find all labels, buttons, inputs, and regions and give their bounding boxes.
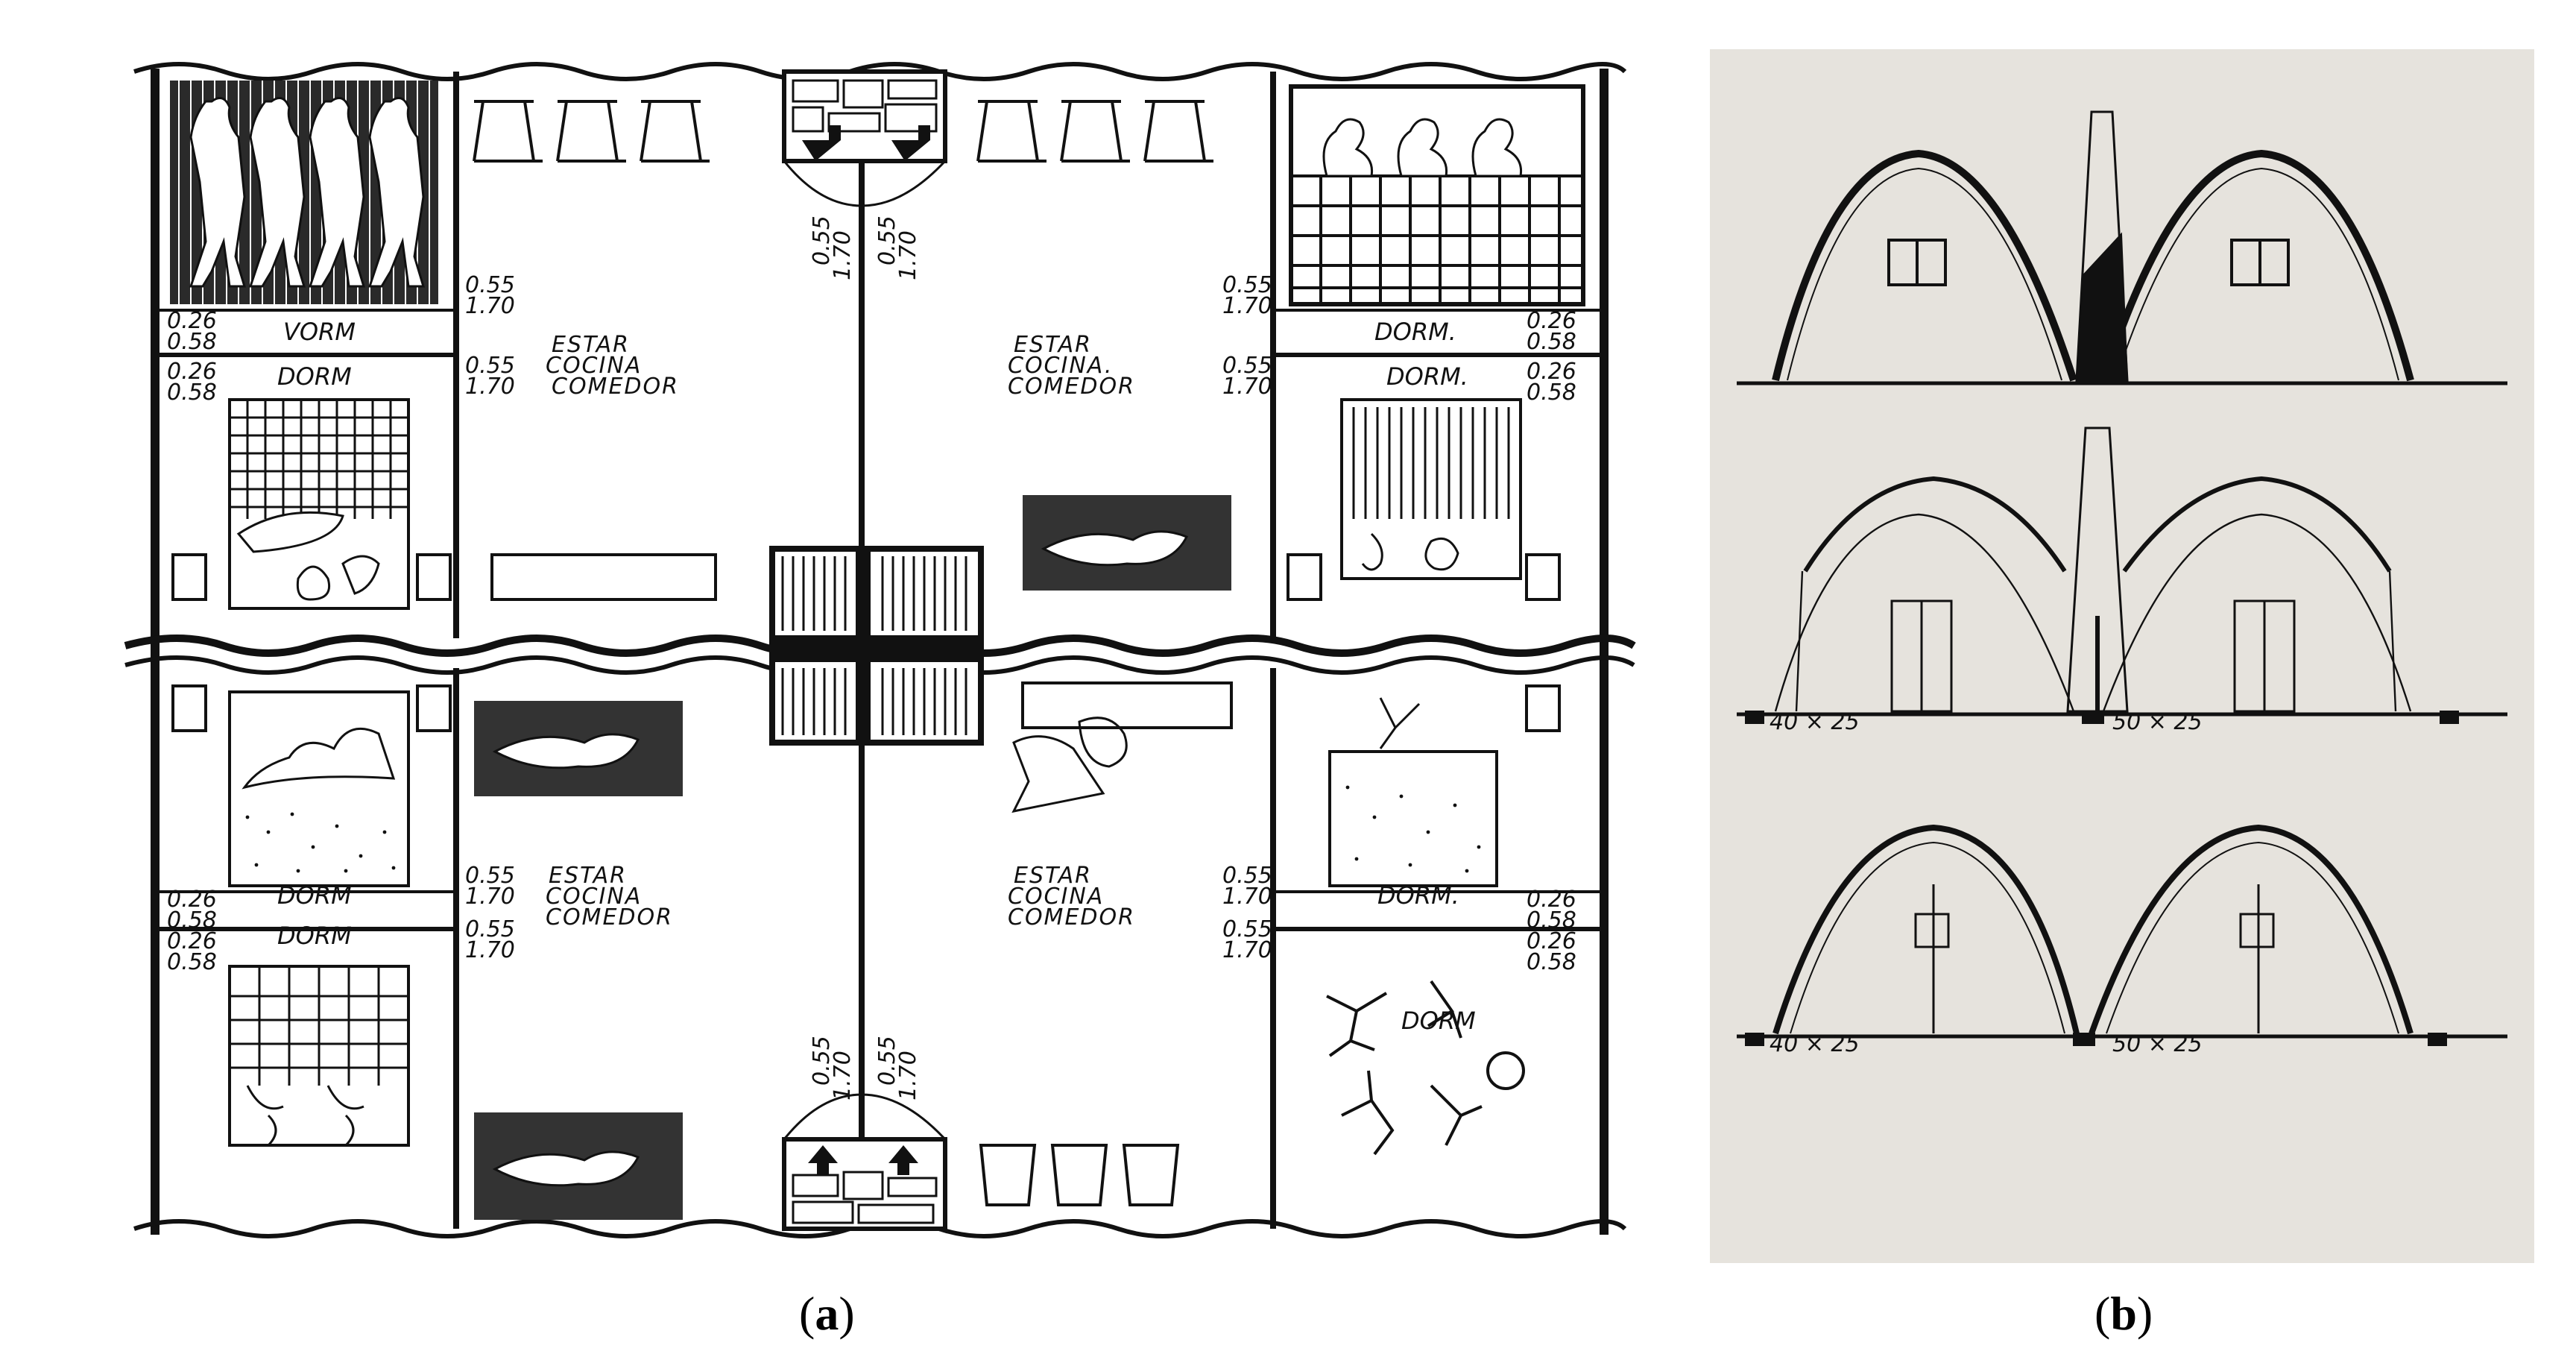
floor-plan-drawing: ESTAR COCINA COMEDOR ESTAR COCINA. COMED… [124, 62, 1636, 1238]
caption-b: (b) [2094, 1287, 2153, 1340]
living-label-bottom-left-1: ESTAR [549, 863, 627, 889]
hatched-panel-top-left [170, 81, 438, 304]
top-entry [782, 69, 947, 340]
door-dim-vertical-6: 1.70 [830, 1051, 856, 1101]
footing-label-bottom-center: 50 × 25 [2112, 1031, 2203, 1057]
bottom-entry [782, 1056, 947, 1231]
window-dim-bottom-2: 0.58 [167, 380, 217, 406]
door-dim-vertical-7: 0.55 [874, 1036, 900, 1086]
window-dim-top-3: 0.26 [1527, 308, 1576, 334]
door-dim-vertical-2: 1.70 [830, 230, 856, 280]
living-label-top-left-2: COCINA [546, 353, 642, 379]
sofa-panel-left-lower [474, 701, 683, 796]
door-dim-bottom-4: 1.70 [1222, 374, 1272, 400]
elevations-panel: 40 × 25 50 × 25 40 × 25 50 × 25 [1710, 49, 2534, 1263]
window-dim-bottom-1: 0.58 [167, 329, 217, 355]
bedroom-label-7: DORM. [1377, 881, 1459, 910]
door-dim-vertical-8: 1.70 [895, 1051, 921, 1101]
window-dim-top-7: 0.26 [1527, 887, 1576, 913]
living-label-bottom-right-3: COMEDOR [1008, 904, 1135, 931]
door-dim-top-5: 0.55 [465, 863, 515, 889]
bed-dotted-left-lower [228, 690, 410, 887]
window-dim-top-4: 0.26 [1527, 359, 1576, 385]
mother-child-figure [1011, 717, 1128, 813]
sofa-panel-left-bottom [474, 1112, 683, 1220]
bed-dotted-right-lower [1328, 697, 1498, 887]
door-dim-bottom-7: 1.70 [1222, 884, 1272, 910]
door-dim-vertical-5: 0.55 [809, 1036, 835, 1086]
door-dim-bottom-3: 1.70 [1222, 293, 1272, 319]
caption-a: (a) [799, 1287, 855, 1340]
door-dim-top-3: 0.55 [1222, 272, 1272, 298]
outer-walls [151, 69, 1609, 1235]
bedroom-label-4: DORM. [1386, 362, 1468, 391]
chairs-top [473, 100, 1213, 163]
elevation-middle [1737, 426, 2507, 724]
door-dim-vertical-3: 0.55 [874, 215, 900, 265]
dimension-labels: 0.26 0.58 0.26 0.58 0.26 0.58 0.26 0.58 … [167, 215, 1576, 1101]
living-label-bottom-left-3: COMEDOR [546, 904, 673, 931]
door-dim-top-7: 0.55 [1222, 863, 1272, 889]
living-label-top-right-2: COCINA. [1008, 353, 1113, 379]
bed-grid-top-right [1289, 84, 1585, 306]
caption-b-letter: b [2110, 1287, 2137, 1340]
window-dim-top-5: 0.26 [167, 887, 217, 913]
bedroom-label-5: DORM [277, 881, 352, 910]
window-boxes [171, 553, 1561, 732]
bedroom-label-3: DORM. [1374, 318, 1456, 346]
living-label-top-left-3: COMEDOR [552, 374, 679, 400]
window-dim-bottom-4: 0.58 [1527, 380, 1576, 406]
door-dim-vertical-4: 1.70 [895, 230, 921, 280]
window-dim-bottom-5: 0.58 [167, 907, 217, 933]
living-label-top-right-1: ESTAR [1014, 332, 1092, 358]
bedroom-label-1: VORM [283, 318, 356, 346]
living-label-bottom-left-2: COCINA [546, 884, 642, 910]
door-dim-top-8: 0.55 [1222, 916, 1272, 942]
sofa-panel-right-upper [1023, 495, 1231, 591]
door-dim-top-4: 0.55 [1222, 353, 1272, 379]
footing-label-mid-center: 50 × 25 [2112, 709, 2203, 735]
bedroom-label-8: DORM [1401, 1007, 1476, 1035]
window-dim-top-8: 0.26 [1527, 928, 1576, 954]
bedroom-label-6: DORM [277, 922, 352, 950]
window-dim-top-2: 0.26 [167, 359, 217, 385]
living-label-top-left-1: ESTAR [552, 332, 630, 358]
living-label-bottom-right-1: ESTAR [1014, 863, 1092, 889]
door-dim-bottom-5: 1.70 [465, 884, 515, 910]
window-dim-top-6: 0.26 [167, 928, 217, 954]
floor-plan-panel: ESTAR COCINA COMEDOR ESTAR COCINA. COMED… [119, 42, 1640, 1265]
door-dim-bottom-8: 1.70 [1222, 937, 1272, 963]
door-dim-vertical-1: 0.55 [809, 215, 835, 265]
window-dim-bottom-6: 0.58 [167, 949, 217, 975]
window-dim-bottom-7: 0.58 [1527, 907, 1576, 933]
chairs-bottom [979, 1144, 1180, 1206]
window-dim-bottom-3: 0.58 [1527, 329, 1576, 355]
window-dim-top-1: 0.26 [167, 308, 217, 334]
children-playing [1326, 980, 1525, 1156]
bed-grid-left-upper [228, 398, 410, 610]
partition-walls [155, 72, 1604, 1229]
bedroom-label-2: DORM [277, 362, 352, 391]
door-dim-bottom-2: 1.70 [465, 374, 515, 400]
door-dim-top-1: 0.55 [465, 272, 515, 298]
footing-label-mid-left: 40 × 25 [1770, 709, 1860, 735]
window-dim-bottom-8: 0.58 [1527, 949, 1576, 975]
bed-stripes-right-upper [1340, 398, 1522, 580]
door-dim-bottom-1: 1.70 [465, 293, 515, 319]
footing-label-bottom-left: 40 × 25 [1770, 1031, 1860, 1057]
door-dim-bottom-6: 1.70 [465, 937, 515, 963]
caption-a-letter: a [815, 1287, 839, 1340]
door-dim-top-6: 0.55 [465, 916, 515, 942]
living-label-top-right-3: COMEDOR [1008, 374, 1135, 400]
elevation-top [1737, 110, 2507, 385]
elevations-drawing: 40 × 25 50 × 25 40 × 25 50 × 25 [1737, 110, 2507, 1057]
central-core [769, 546, 984, 746]
room-labels: ESTAR COCINA COMEDOR ESTAR COCINA. COMED… [277, 318, 1476, 1035]
elevation-bottom [1737, 824, 2507, 1046]
living-label-bottom-right-2: COCINA [1008, 884, 1104, 910]
door-dim-top-2: 0.55 [465, 353, 515, 379]
bed-grid-left-bottom [228, 965, 410, 1147]
